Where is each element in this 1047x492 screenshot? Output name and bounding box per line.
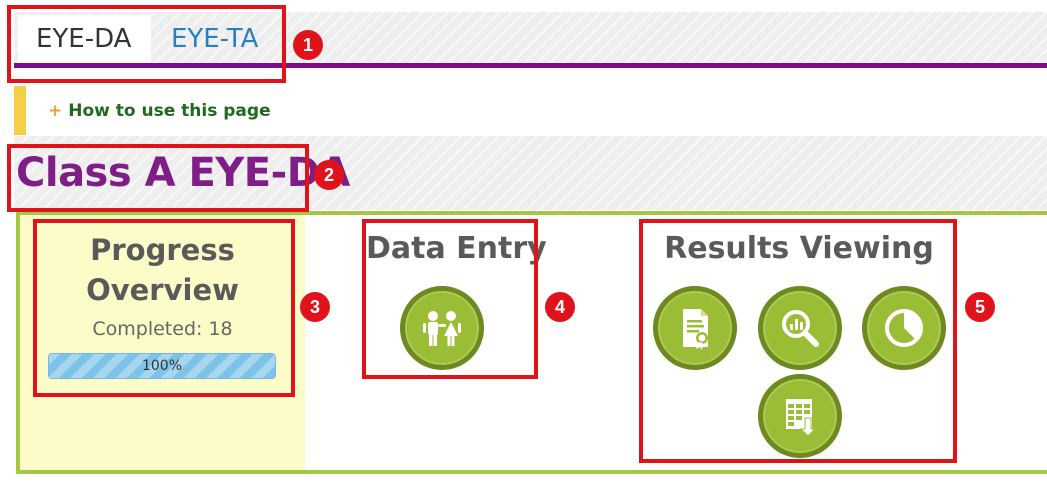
pie-chart-icon	[885, 309, 923, 347]
annotation-badge-2: 2	[314, 160, 344, 190]
tab-eye-ta[interactable]: EYE-TA	[171, 24, 259, 54]
annotation-box-5	[639, 219, 957, 463]
data-entry-button[interactable]	[400, 286, 484, 370]
annotation-box-3	[33, 219, 295, 397]
annotation-box-4	[362, 219, 538, 379]
tab-underline	[14, 63, 1047, 68]
completed-count: Completed: 18	[92, 318, 233, 340]
analysis-button[interactable]	[758, 286, 842, 370]
progress-bar: 100%	[48, 353, 276, 379]
export-data-button[interactable]	[758, 374, 842, 458]
results-viewing-title: Results Viewing	[664, 231, 934, 266]
progress-column	[20, 215, 305, 470]
how-to-use-link[interactable]: +How to use this page	[48, 97, 271, 125]
annotation-badge-3: 3	[300, 292, 330, 322]
certificate-document-icon	[683, 309, 708, 350]
annotation-badge-5: 5	[965, 292, 995, 322]
individual-report-button[interactable]	[653, 286, 737, 370]
annotation-box-1	[7, 5, 286, 83]
tab-eye-da[interactable]: EYE-DA	[18, 15, 151, 63]
annotation-badge-4: 4	[545, 292, 575, 322]
expand-plus-icon: +	[48, 101, 63, 121]
progress-overview-title: Progress Overview	[86, 233, 239, 307]
how-to-use-label: How to use this page	[68, 101, 271, 121]
howto-accent-bar	[14, 86, 26, 135]
data-entry-title: Data Entry	[366, 231, 547, 266]
progress-percent-label: 100%	[141, 358, 183, 374]
summary-chart-button[interactable]	[862, 286, 946, 370]
progress-bar-fill	[49, 354, 275, 378]
magnify-chart-icon	[782, 310, 819, 347]
spreadsheet-download-icon	[786, 399, 817, 437]
children-icon	[423, 311, 461, 346]
annotation-badge-1: 1	[293, 30, 323, 60]
howto-panel	[14, 86, 1047, 135]
annotation-box-2	[7, 144, 309, 212]
title-band	[14, 136, 1047, 210]
page-title: Class A EYE-DA	[16, 150, 350, 196]
tab-bar	[14, 12, 1047, 63]
